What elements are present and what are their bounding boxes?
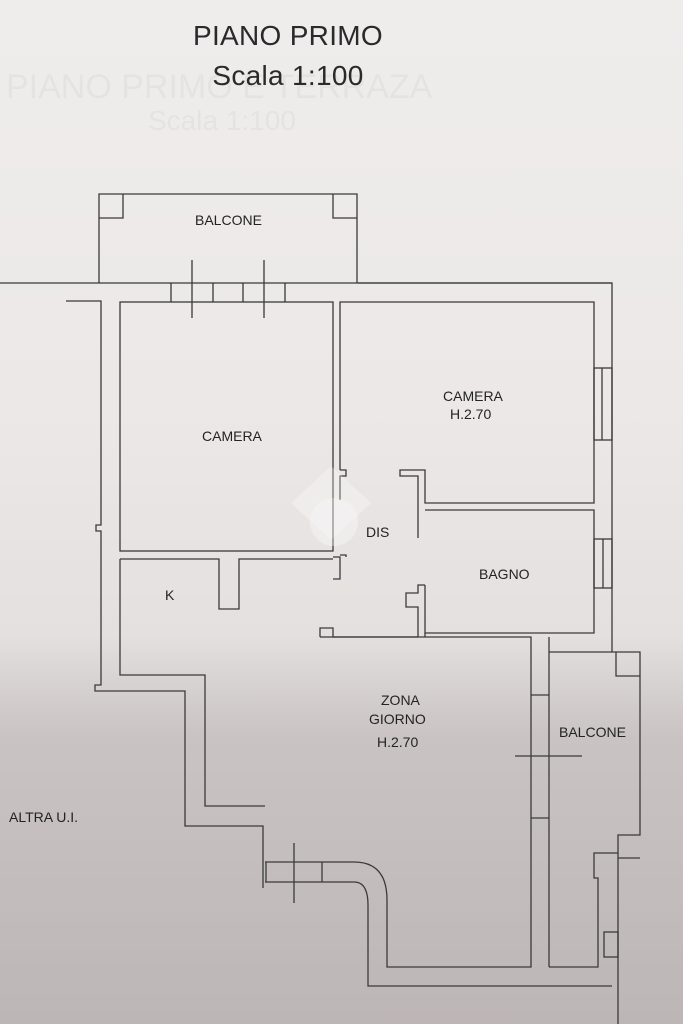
balcony-top-outline [98,193,358,283]
room-label-camera-left: CAMERA [202,428,262,444]
window-right-camera [593,367,613,441]
neighbor-unit-label: ALTRA U.I. [9,809,78,825]
window-right-bagno [593,538,613,589]
room-label-dis: DIS [366,524,390,540]
room-label-kitchen: K [165,587,175,603]
scale-label: Scala 1:100 [212,60,364,91]
room-label-balcone-right: BALCONE [559,724,626,740]
room-height-zona-giorno: H.2.70 [377,734,419,750]
watermark-logo-icon [291,466,371,546]
room-label-balcone-top: BALCONE [195,212,262,228]
door-balcone-right [515,694,582,819]
room-label-camera-right: CAMERA [443,388,503,404]
window-top [170,260,286,318]
room-label-bagno: BAGNO [479,566,530,582]
room-label-giorno: GIORNO [369,711,426,727]
page-title: PIANO PRIMO [193,20,383,51]
window-zona-giorno-bottom [265,843,388,906]
room-height-camera-right: H.2.70 [450,406,492,422]
room-label-zona: ZONA [381,692,420,708]
